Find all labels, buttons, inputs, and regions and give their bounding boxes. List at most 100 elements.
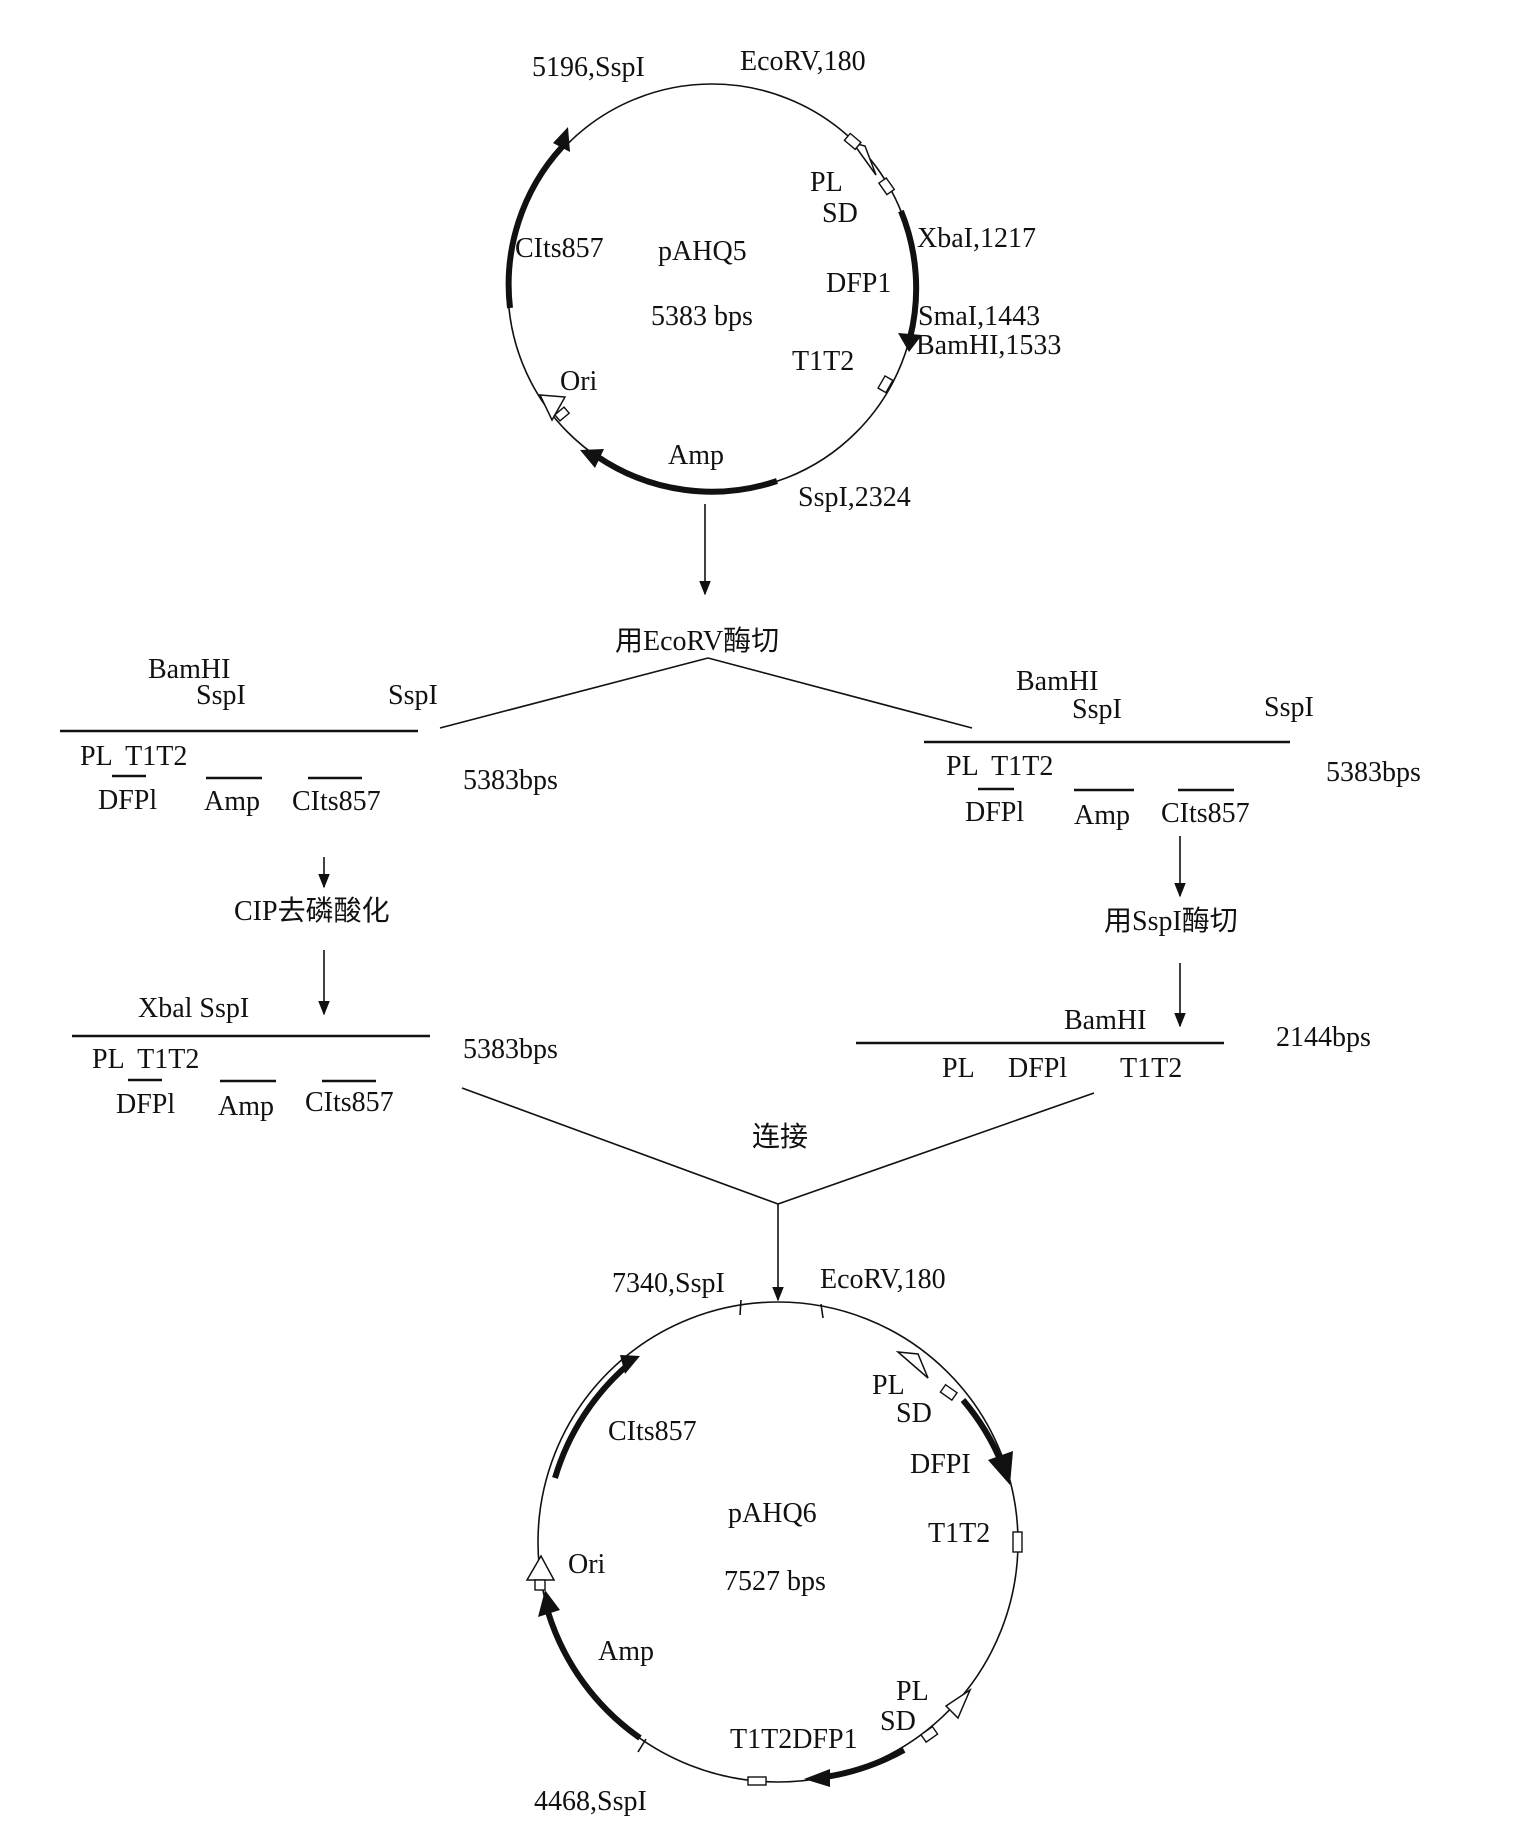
step-ecorv-digest: 用EcoRV酶切 [615,625,779,657]
merge-line-right [777,1092,1095,1205]
dfpi-arrowhead [988,1451,1013,1485]
pl-box [843,132,862,151]
dfp1-arrowhead-2 [804,1769,830,1787]
label-ori-2: Ori [568,1549,606,1580]
label-xbai-1217: XbaI,1217 [917,223,1036,254]
tick-ecorv-180 [820,1303,824,1319]
ori-arrow [538,394,567,422]
left-frag-size: 5383bps [463,765,558,796]
right-frag2-size: 2144bps [1276,1022,1371,1053]
amp-gene-arrow-2 [545,1611,642,1741]
right-frag-dfp: DFPl [965,797,1024,828]
plasmid-name-pahq6: pAHQ6 [728,1498,817,1529]
right-frag2-bamhi: BamHI [1064,1005,1146,1036]
left-frag-row1: PL T1T2 [80,741,187,772]
left-frag2-top: Xbal SspI [138,993,249,1024]
amp-arrowhead-2 [538,1590,560,1617]
label-ecorv-180: EcoRV,180 [740,46,866,77]
label-sspi-7340: 7340,SspI [612,1268,725,1299]
right-frag2-t1t2: T1T2 [1120,1053,1182,1084]
label-ecorv-180-2: EcoRV,180 [820,1264,946,1295]
dfp1-arrowhead [898,333,922,352]
cits857-gene-arrow [505,144,565,309]
split-line-right [707,657,973,729]
tick-sspi-7340 [739,1299,742,1316]
left-frag-bamhi: BamHI [148,654,230,685]
right-frag-sspi-2: SspI [1264,692,1314,723]
label-t1t2-2: T1T2 [928,1518,990,1549]
left-frag-dfp: DFPl [98,785,157,816]
label-dfpi: DFPI [910,1449,971,1480]
plasmid-size-pahq5: 5383 bps [651,301,753,332]
left-frag2-size: 5383bps [463,1034,558,1065]
amp-gene-arrow [596,454,778,495]
label-smai-1443: SmaI,1443 [918,301,1040,332]
t1t2-box [877,374,894,394]
step-ligation: 连接 [752,1121,808,1153]
cits857-arrowhead-2 [620,1355,640,1374]
label-bamhi-1533: BamHI,1533 [916,330,1061,361]
label-amp: Amp [668,440,724,471]
plasmid-name-pahq5: pAHQ5 [658,236,747,267]
label-sspi-5196: 5196,SspI [532,52,645,83]
amp-arrowhead [580,449,604,468]
left-frag2-row1: PL T1T2 [92,1044,199,1075]
plasmid-pahq6: 7340,SspI EcoRV,180 PL SD DFPI T1T2 CIts… [525,1264,1023,1817]
label-sspi-4468: 4468,SspI [534,1786,647,1817]
left-frag2-dfp: DFPl [116,1089,175,1120]
right-fragment-2: BamHI PL DFPl T1T2 2144bps [856,1005,1371,1084]
cits857-arrowhead [553,127,570,152]
dfp1-gene-arrow [898,209,920,339]
label-amp-2: Amp [598,1636,654,1667]
left-frag-cits: CIts857 [292,786,381,817]
right-frag2-pl: PL [942,1053,975,1084]
label-sd: SD [822,198,858,229]
plasmid-size-pahq6: 7527 bps [724,1566,826,1597]
label-pl-3: PL [896,1676,929,1707]
left-frag-sspi-1: SspI [196,680,246,711]
right-frag-amp: Amp [1074,800,1130,831]
right-fragment: BamHI SspI SspI PL T1T2 DFPl Amp CIts857… [924,666,1421,831]
label-sd-2: SD [896,1398,932,1429]
right-frag-row1: PL T1T2 [946,751,1053,782]
left-frag2-amp: Amp [218,1091,274,1122]
label-dfp1: DFP1 [826,268,891,299]
left-frag-sspi-2: SspI [388,680,438,711]
label-t1t2: T1T2 [792,346,854,377]
sd-box-3 [919,1725,939,1744]
label-pl-2: PL [872,1370,905,1401]
pl-promoter-arrow-2 [895,1351,929,1379]
sd-box-2 [939,1383,959,1402]
label-cits857: CIts857 [515,233,604,264]
left-frag2-cits: CIts857 [305,1087,394,1118]
label-t1t2dfp1: T1T2DFP1 [730,1724,858,1755]
left-fragment-2: Xbal SspI PL T1T2 DFPl Amp CIts857 5383b… [72,993,558,1122]
right-frag-cits: CIts857 [1161,798,1250,829]
right-frag-sspi-1: SspI [1072,694,1122,725]
merge-line-left [461,1087,779,1205]
label-cits857-2: CIts857 [608,1416,697,1447]
right-frag-bamhi: BamHI [1016,666,1098,697]
t1t2-box-3 [747,1776,767,1786]
sd-box [877,176,896,196]
tick-sspi-4468 [637,1738,647,1753]
right-frag2-dfp: DFPl [1008,1053,1067,1084]
right-frag-size: 5383bps [1326,757,1421,788]
split-line-left [439,657,709,729]
ori-box [553,406,571,422]
t1t2-box-2 [1012,1531,1023,1553]
cits857-gene-arrow-2 [552,1360,632,1479]
left-fragment: BamHI SspI SspI PL T1T2 DFPl Amp CIts857… [60,654,558,817]
step-sspi-digest: 用SspI酶切 [1104,905,1238,937]
label-sd-3: SD [880,1706,916,1737]
label-pl: PL [810,167,843,198]
plasmid-pahq5: 5196,SspI EcoRV,180 PL SD XbaI,1217 DFP1… [505,46,1061,513]
label-ori: Ori [560,366,598,397]
ori-arrow-2 [525,1554,556,1581]
ori-box-2 [534,1579,546,1591]
pl-promoter-arrow-3 [944,1687,972,1720]
dfp1-gene-arrow-2 [824,1747,906,1780]
step-cip: CIP去磷酸化 [234,895,390,927]
left-frag-amp: Amp [204,786,260,817]
